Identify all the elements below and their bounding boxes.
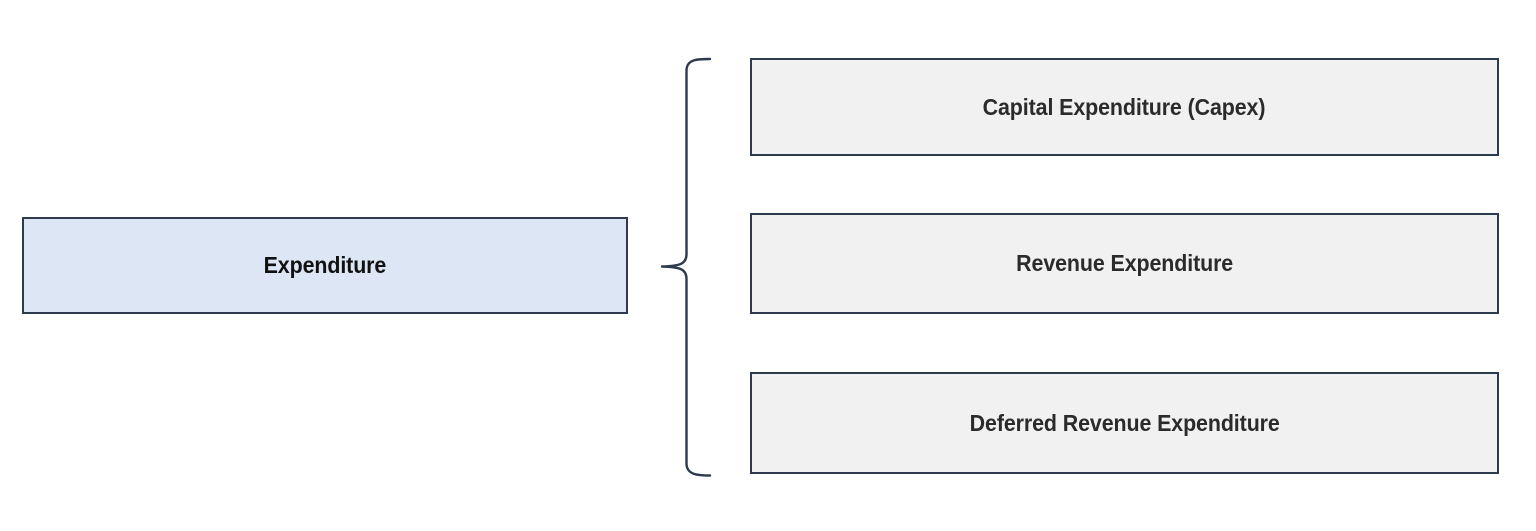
node-expenditure-label: Expenditure: [263, 252, 387, 279]
node-deferred-revenue-expenditure-label: Deferred Revenue Expenditure: [969, 409, 1280, 436]
node-deferred-revenue-expenditure[interactable]: Deferred Revenue Expenditure: [750, 372, 1499, 474]
node-expenditure[interactable]: Expenditure: [22, 217, 628, 314]
node-revenue-expenditure[interactable]: Revenue Expenditure: [750, 213, 1499, 314]
node-capital-expenditure[interactable]: Capital Expenditure (Capex): [750, 58, 1499, 156]
curly-brace-svg: [660, 57, 712, 477]
curly-brace-path: [660, 57, 712, 477]
node-revenue-expenditure-label: Revenue Expenditure: [1016, 250, 1233, 277]
node-capital-expenditure-label: Capital Expenditure (Capex): [983, 93, 1266, 120]
curly-brace-right-icon: [650, 40, 730, 500]
